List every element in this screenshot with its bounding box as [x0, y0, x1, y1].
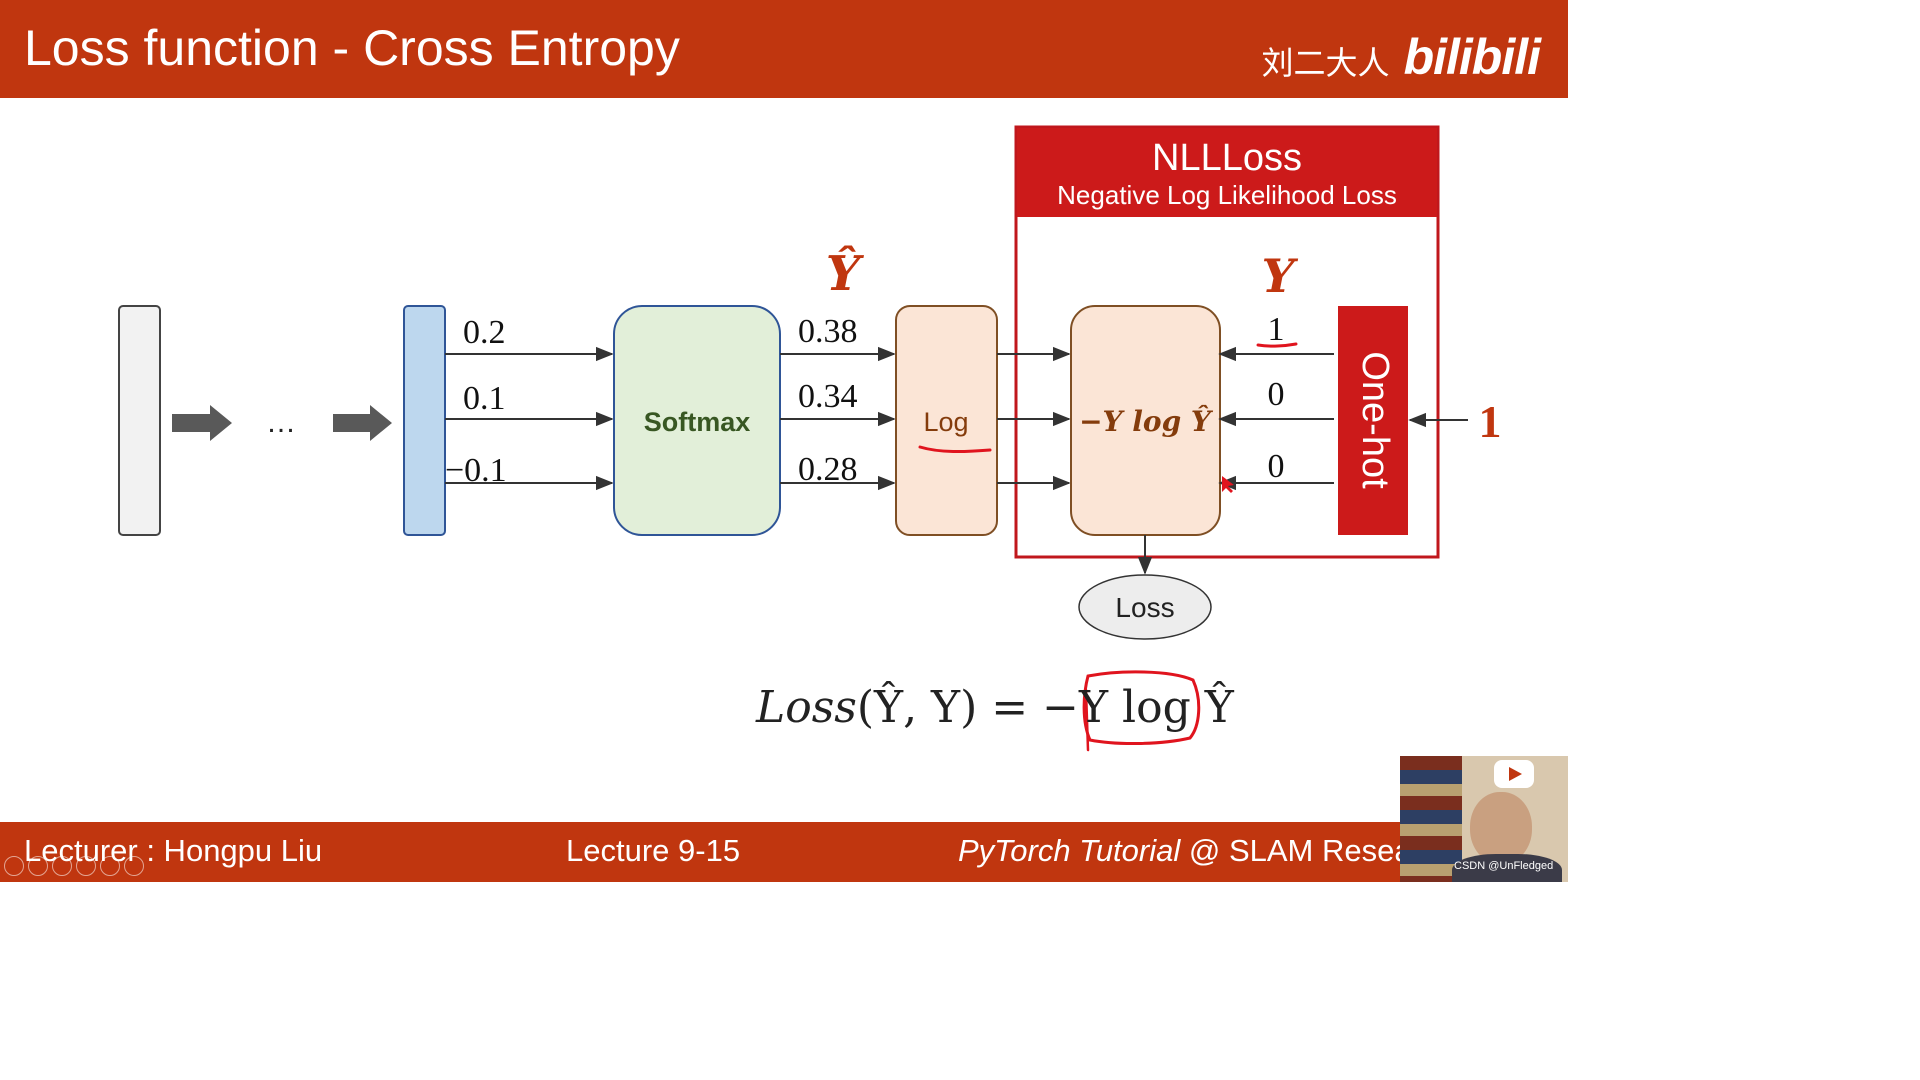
- annotation-underline: [918, 445, 992, 454]
- log-label: Log: [923, 407, 968, 437]
- slides-grid-icon[interactable]: [76, 856, 96, 876]
- cursor-icon: [1222, 476, 1234, 493]
- nllloss-header: [1017, 128, 1437, 217]
- arrow-right-icon: [333, 405, 392, 441]
- loss-node: [1078, 574, 1212, 640]
- loss-formula: Loss(Ŷ, Y) = −Y log Ŷ: [756, 682, 1234, 733]
- softmax-label: Softmax: [644, 407, 751, 437]
- bookshelf: [1400, 756, 1462, 882]
- previous-slide-icon[interactable]: [4, 856, 24, 876]
- onehot-label: One-hot: [1354, 351, 1396, 489]
- input-layer: [118, 305, 161, 536]
- formula-args: (Ŷ, Y): [856, 682, 978, 733]
- course-affiliation: @ SLAM Resea: [1180, 833, 1412, 868]
- zoom-icon[interactable]: [100, 856, 120, 876]
- watermark: CSDN @UnFledged: [1454, 860, 1554, 872]
- probability-value: 0.38: [798, 313, 858, 350]
- nllloss-frame: [1014, 125, 1440, 559]
- formula-eq: = −Y: [977, 682, 1123, 733]
- lecturer-name: Lecturer : Hongpu Liu: [24, 833, 323, 868]
- ellipsis: …: [266, 406, 296, 439]
- y-hat-label: Ŷ: [826, 244, 865, 302]
- brand-logo: 刘二大人 bilibili: [1261, 28, 1541, 86]
- webcam-overlay: CSDN @UnFledged: [1400, 756, 1568, 882]
- output-layer: [403, 305, 446, 536]
- presenter-shirt: [1452, 854, 1562, 882]
- nll-core-label: −Y log Ŷ: [1079, 405, 1214, 438]
- course-title: PyTorch Tutorial: [958, 833, 1181, 868]
- onehot-value: 1: [1268, 311, 1285, 348]
- slide-header: Loss function - Cross Entropy 刘二大人 bilib…: [0, 0, 1568, 98]
- log-block: [895, 305, 998, 536]
- cross-entropy-diagram: NLLLoss Negative Log Likelihood Loss … 0…: [118, 125, 1502, 752]
- pen-icon[interactable]: [52, 856, 72, 876]
- lecture-number: Lecture 9-15: [566, 833, 741, 868]
- brand-name: 刘二大人: [1261, 44, 1390, 82]
- next-slide-icon[interactable]: [28, 856, 48, 876]
- play-icon[interactable]: [1494, 760, 1534, 788]
- more-options-icon[interactable]: [124, 856, 144, 876]
- y-label: Y: [1262, 249, 1299, 303]
- formula-log-term: log Ŷ: [1122, 682, 1234, 733]
- target-value: 1: [1479, 396, 1502, 447]
- course-name: PyTorch Tutorial @ SLAM Resea: [958, 833, 1412, 869]
- slideshow-controls[interactable]: [4, 856, 144, 876]
- onehot-value: 0: [1268, 376, 1285, 413]
- annotation-underline: [1256, 342, 1298, 348]
- nllloss-title: NLLLoss: [1152, 137, 1302, 179]
- logit-value: 0.1: [463, 380, 506, 417]
- formula-lhs: Loss: [756, 682, 857, 733]
- slide-title: Loss function - Cross Entropy: [24, 20, 680, 76]
- slide-footer: Lecturer : Hongpu Liu Lecture 9-15 PyTor…: [0, 822, 1568, 882]
- bilibili-logo: bilibili: [1403, 29, 1541, 85]
- presenter-head: [1470, 792, 1532, 864]
- onehot-block: [1338, 306, 1408, 535]
- softmax-block: [613, 305, 781, 536]
- probability-value: 0.28: [798, 451, 858, 488]
- logit-value: 0.2: [463, 314, 506, 351]
- annotation-circle: [1082, 670, 1201, 746]
- onehot-value: 0: [1268, 448, 1285, 485]
- loss-label: Loss: [1115, 592, 1174, 623]
- arrow-right-icon: [172, 405, 232, 441]
- nllloss-subtitle: Negative Log Likelihood Loss: [1057, 180, 1397, 210]
- annotation-stroke: [1084, 688, 1090, 752]
- probability-value: 0.34: [798, 378, 858, 415]
